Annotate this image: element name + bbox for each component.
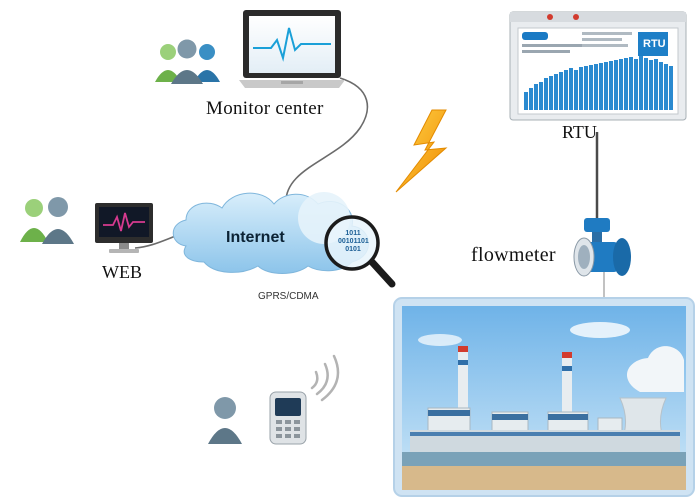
- rtu-label: RTU: [562, 122, 597, 142]
- monitor-center-label: Monitor center: [206, 98, 324, 119]
- binary-line: 1011: [345, 230, 361, 237]
- wireless-signal-icon: [310, 354, 340, 402]
- cloud-binary-text: 1011 00101101 0101: [338, 230, 369, 254]
- user-icon: [208, 397, 242, 444]
- cable-monitor-to-internet: [285, 77, 369, 207]
- magnifier-icon: [324, 215, 396, 288]
- power-plant-image: [393, 297, 695, 497]
- internet-label: Internet: [226, 229, 285, 246]
- users-icon: [20, 197, 74, 244]
- flowmeter-label: flowmeter: [471, 244, 556, 266]
- rtu-device-icon: [509, 11, 687, 121]
- desktop-monitor-icon: [95, 203, 153, 253]
- flowmeter-icon: [573, 218, 631, 277]
- web-label: WEB: [102, 262, 142, 282]
- users-icon: [155, 39, 220, 84]
- lightning-icon: [395, 109, 448, 193]
- laptop-icon: [239, 10, 345, 88]
- rtu-screen-tag: RTU: [643, 38, 666, 50]
- mobile-phone-icon: [269, 391, 307, 445]
- binary-line: 00101101: [338, 238, 369, 245]
- network-type-label: GPRS/CDMA: [258, 291, 319, 302]
- binary-line: 0101: [345, 246, 361, 253]
